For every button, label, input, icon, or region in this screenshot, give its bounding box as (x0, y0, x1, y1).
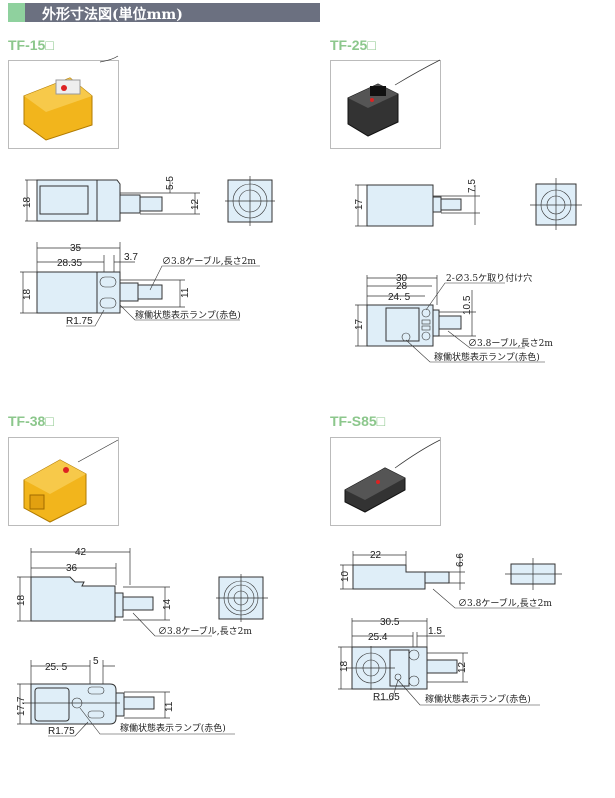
svg-text:稼働状態表示ランプ(赤色): 稼働状態表示ランプ(赤色) (425, 693, 531, 705)
svg-text:11: 11 (164, 701, 175, 712)
drawing-tf15: 18 5.5 12 35 28.35 3.7 18 11 ∅3.8ケーブル,長さ… (20, 176, 275, 327)
svg-text:5.5: 5.5 (165, 176, 176, 190)
svg-text:1.5: 1.5 (428, 626, 442, 637)
svg-text:∅3.8ケーブル,長さ2m: ∅3.8ケーブル,長さ2m (162, 255, 256, 267)
svg-text:17: 17 (354, 318, 365, 330)
svg-text:∅3.8ケーブル,長さ2m: ∅3.8ケーブル,長さ2m (158, 625, 252, 637)
svg-text:25.4: 25.4 (368, 632, 388, 643)
svg-text:30.5: 30.5 (380, 617, 400, 628)
model-title-tfs85: TF-S85□ (330, 413, 386, 429)
svg-text:22: 22 (370, 550, 382, 561)
section-header: 外形寸法図(単位mm) (8, 3, 320, 23)
svg-text:稼働状態表示ランプ(赤色): 稼働状態表示ランプ(赤色) (434, 351, 540, 363)
svg-text:18: 18 (16, 594, 27, 606)
svg-text:2-∅3.5ケ取り付け穴: 2-∅3.5ケ取り付け穴 (446, 272, 532, 284)
svg-text:30: 30 (396, 273, 408, 284)
svg-text:10.5: 10.5 (462, 295, 473, 315)
svg-text:6.6: 6.6 (455, 553, 466, 567)
svg-text:35: 35 (70, 243, 82, 254)
svg-text:25. 5: 25. 5 (45, 662, 68, 673)
header-accent (8, 3, 25, 22)
photo-tf38 (23, 439, 119, 523)
svg-text:14: 14 (162, 598, 173, 610)
model-title-tf25: TF-25□ (330, 37, 376, 53)
svg-text:36: 36 (66, 563, 78, 574)
svg-text:11: 11 (180, 287, 191, 298)
svg-text:12: 12 (190, 198, 201, 210)
svg-text:5: 5 (93, 656, 99, 667)
svg-text:3.7: 3.7 (124, 252, 138, 263)
svg-text:42: 42 (75, 547, 87, 558)
svg-text:10: 10 (340, 570, 351, 582)
photo-tf15 (23, 55, 119, 141)
section-title: 外形寸法図(単位mm) (42, 7, 183, 23)
svg-text:∅3.8ケーブル,長さ2m: ∅3.8ケーブル,長さ2m (458, 597, 552, 609)
photo-tf25 (347, 59, 441, 137)
drawing-tfs85: 22 10 6.6 ∅3.8ケーブル,長さ2m 30.5 25.4 1.5 18… (338, 550, 562, 706)
drawing-tf38: 42 36 18 14 ∅3.8ケーブル,長さ2m 25. 5 5 17.7 1… (16, 547, 268, 737)
svg-text:R1.75: R1.75 (48, 726, 75, 737)
svg-text:R1.65: R1.65 (373, 692, 400, 703)
svg-text:稼働状態表示ランプ(赤色): 稼働状態表示ランプ(赤色) (135, 309, 241, 321)
model-title-tf15: TF-15□ (8, 37, 54, 53)
svg-text:7.5: 7.5 (467, 179, 478, 193)
photo-tfs85 (344, 439, 441, 513)
svg-text:28: 28 (396, 281, 408, 292)
svg-text:12: 12 (457, 661, 468, 673)
svg-text:17.7: 17.7 (16, 696, 27, 716)
svg-text:18: 18 (339, 660, 350, 672)
svg-text:R1.75: R1.75 (66, 316, 93, 327)
svg-text:17: 17 (354, 198, 365, 210)
svg-text:24. 5: 24. 5 (388, 292, 411, 303)
svg-text:28.35: 28.35 (57, 258, 82, 269)
model-title-tf38: TF-38□ (8, 413, 54, 429)
svg-text:18: 18 (22, 288, 33, 300)
drawing-tf25: 17 7.5 30 28 24. 5 17 10.5 2-∅3.5ケ取り付け穴 … (354, 178, 582, 363)
svg-text:∅3.8ーブル,長さ2m: ∅3.8ーブル,長さ2m (468, 337, 553, 349)
svg-text:稼働状態表示ランプ(赤色): 稼働状態表示ランプ(赤色) (120, 722, 226, 734)
svg-text:18: 18 (22, 196, 33, 208)
